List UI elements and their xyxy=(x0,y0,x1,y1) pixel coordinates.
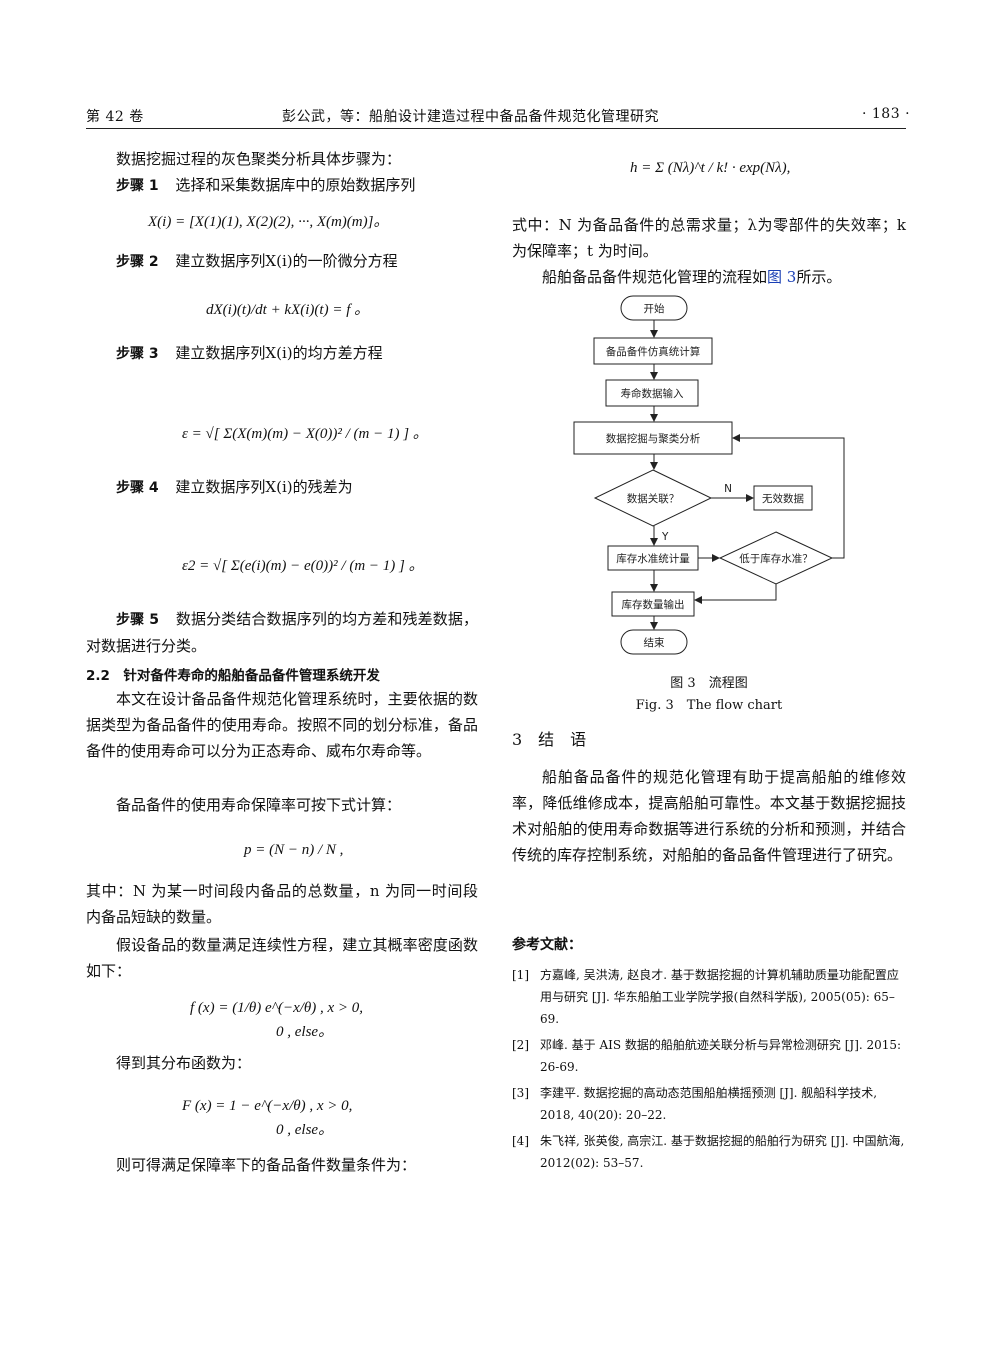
section-3-heading: 3 结 语 xyxy=(512,730,587,749)
page-number: · 183 · xyxy=(862,106,911,122)
para-system-design: 本文在设计备品备件规范化管理系统时，主要依据的数据类型为备品备件的使用寿命。按照… xyxy=(86,690,478,760)
para-guarantee-rate: 备品备件的使用寿命保障率可按下式计算： xyxy=(116,796,402,814)
para-flow-ref: 船舶备品备件规范化管理的流程如图 3所示。 xyxy=(512,264,906,290)
flow-ref-pre: 船舶备品备件规范化管理的流程如 xyxy=(542,268,768,286)
equation-8: h = Σ (Nλ)^t / k! · exp(Nλ), xyxy=(630,160,791,176)
header-rule xyxy=(86,128,906,129)
para-variables: 其中：N 为某一时间段内备品的总数量，n 为同一时间段内备品短缺的数量。 xyxy=(86,882,478,926)
equation-1: X(i) = [X(1)(1), X(2)(2), ···, X(m)(m)]。 xyxy=(148,214,389,230)
ref-1-num: [1] xyxy=(512,968,529,982)
step-1-text: 选择和采集数据库中的原始数据序列 xyxy=(175,176,416,194)
flow-life-input-label: 寿命数据输入 xyxy=(621,387,684,400)
reference-3: [3] 李建平. 数据挖掘的高动态范围船舶横摇预测 [J]. 舰船科学技术, 2… xyxy=(512,1082,906,1126)
equation-3: ε = √[ Σ(X(m)(m) − X(0))² / (m − 1) ] 。 xyxy=(182,426,428,442)
flow-mining-label: 数据挖掘与聚类分析 xyxy=(606,432,701,445)
flow-no-label: N xyxy=(724,483,732,495)
ref-1-text: 方嘉峰, 吴洪涛, 赵良才. 基于数据挖掘的计算机辅助质量功能配置应用与研究 [… xyxy=(540,968,899,1026)
ref-2-num: [2] xyxy=(512,1038,529,1052)
equation-7-line-2: 0 , else。 xyxy=(276,1122,334,1138)
equation-7-line-1: F (x) = 1 − e^(−x/θ) , x > 0, xyxy=(182,1098,353,1114)
flowchart: 开始 备品备件仿真统计算 寿命数据输入 数据挖掘与聚类分析 数据关联？ N Y … xyxy=(573,295,845,655)
flow-yes-label: Y xyxy=(661,531,669,543)
step-5-text: 数据分类结合数据序列的均方差和残差数据，对数据进行分类。 xyxy=(86,610,478,655)
step-1: 步骤 1 选择和采集数据库中的原始数据序列 xyxy=(116,172,415,199)
equation-6-line-2: 0 , else。 xyxy=(276,1024,334,1040)
flow-related-label: 数据关联？ xyxy=(627,492,680,505)
step-3-label: 步骤 3 xyxy=(116,346,159,362)
volume-label: 第 42 卷 xyxy=(86,109,144,125)
flow-end-label: 结束 xyxy=(644,636,665,649)
step-2-label: 步骤 2 xyxy=(116,254,159,270)
step-3-text: 建立数据序列X(i)的均方差方程 xyxy=(175,344,383,362)
ref-2-text: 邓峰. 基于 AIS 数据的船舶航迹关联分析与异常检测研究 [J]. 2015:… xyxy=(540,1038,902,1074)
step-4-text: 建立数据序列X(i)的残差为 xyxy=(175,478,353,496)
para-symbols: 式中：N 为备品备件的总需求量；λ为零部件的失效率；k 为保障率；t 为时间。 xyxy=(512,216,906,260)
flow-node-invalid xyxy=(753,485,813,511)
step-4: 步骤 4 建立数据序列X(i)的残差为 xyxy=(116,474,353,501)
ref-3-num: [3] xyxy=(512,1086,529,1100)
para-density: 假设备品的数量满足连续性方程，建立其概率密度函数如下： xyxy=(86,936,478,980)
section-2-2-heading: 2.2 针对备件寿命的船舶备品备件管理系统开发 xyxy=(86,668,380,684)
flow-below-label: 低于库存水准？ xyxy=(739,552,813,565)
flow-simulation-label: 备品备件仿真统计算 xyxy=(606,345,701,358)
step-4-label: 步骤 4 xyxy=(116,480,159,496)
flow-decision-related xyxy=(593,469,713,527)
equation-5: p = (N − n) / N , xyxy=(244,842,344,858)
flow-node-life-input xyxy=(605,379,699,407)
flow-invalid-label: 无效数据 xyxy=(762,492,804,505)
step-3: 步骤 3 建立数据序列X(i)的均方差方程 xyxy=(116,340,383,367)
step-5: 步骤 5 数据分类结合数据序列的均方差和残差数据，对数据进行分类。 xyxy=(86,606,478,659)
equation-2: dX(i)(t)/dt + kX(i)(t) = f 。 xyxy=(206,302,370,318)
references-title: 参考文献： xyxy=(512,937,582,953)
ref-3-text: 李建平. 数据挖掘的高动态范围船舶横摇预测 [J]. 舰船科学技术, 2018,… xyxy=(540,1086,878,1122)
flow-end-node xyxy=(620,629,688,655)
step-2: 步骤 2 建立数据序列X(i)的一阶微分方程 xyxy=(116,248,398,275)
running-title: 彭公武，等：船舶设计建造过程中备品备件规范化管理研究 xyxy=(282,109,659,125)
flow-node-output xyxy=(611,591,695,617)
flow-node-simulation xyxy=(593,337,713,365)
equation-6-line-1: f (x) = (1/θ) e^(−x/θ) , x > 0, xyxy=(190,1000,364,1016)
para-condition: 则可得满足保障率下的备品备件数量条件为： xyxy=(116,1156,417,1174)
flow-output-label: 库存数量输出 xyxy=(622,598,685,611)
step-2-text: 建立数据序列X(i)的一阶微分方程 xyxy=(175,252,398,270)
reference-4: [4] 朱飞祥, 张英俊, 高宗江. 基于数据挖掘的船舶行为研究 [J]. 中国… xyxy=(512,1130,906,1174)
figure-caption-en: Fig. 3 The flow chart xyxy=(635,698,783,713)
step-5-label: 步骤 5 xyxy=(116,612,159,628)
flow-start-label: 开始 xyxy=(644,302,665,315)
equation-4: ε2 = √[ Σ(e(i)(m) − e(0))² / (m − 1) ] 。 xyxy=(182,558,424,574)
figure-caption-cn: 图 3 流程图 xyxy=(670,676,748,691)
figure-3-link[interactable]: 图 3 xyxy=(767,268,797,286)
flow-inventory-stat-label: 库存水准统计量 xyxy=(616,552,690,565)
para-distribution: 得到其分布函数为： xyxy=(116,1054,252,1072)
ref-4-text: 朱飞祥, 张英俊, 高宗江. 基于数据挖掘的船舶行为研究 [J]. 中国航海, … xyxy=(540,1134,905,1170)
intro-text: 数据挖掘过程的灰色聚类分析具体步骤为： xyxy=(116,150,402,168)
step-1-label: 步骤 1 xyxy=(116,178,159,194)
flow-ref-post: 所示。 xyxy=(796,268,842,286)
reference-1: [1] 方嘉峰, 吴洪涛, 赵良才. 基于数据挖掘的计算机辅助质量功能配置应用与… xyxy=(512,964,906,1030)
conclusion-text: 船舶备品备件的规范化管理有助于提高船舶的维修效率，降低维修成本，提高船舶可靠性。… xyxy=(512,768,906,864)
ref-4-num: [4] xyxy=(512,1134,529,1148)
reference-2: [2] 邓峰. 基于 AIS 数据的船舶航迹关联分析与异常检测研究 [J]. 2… xyxy=(512,1034,906,1078)
